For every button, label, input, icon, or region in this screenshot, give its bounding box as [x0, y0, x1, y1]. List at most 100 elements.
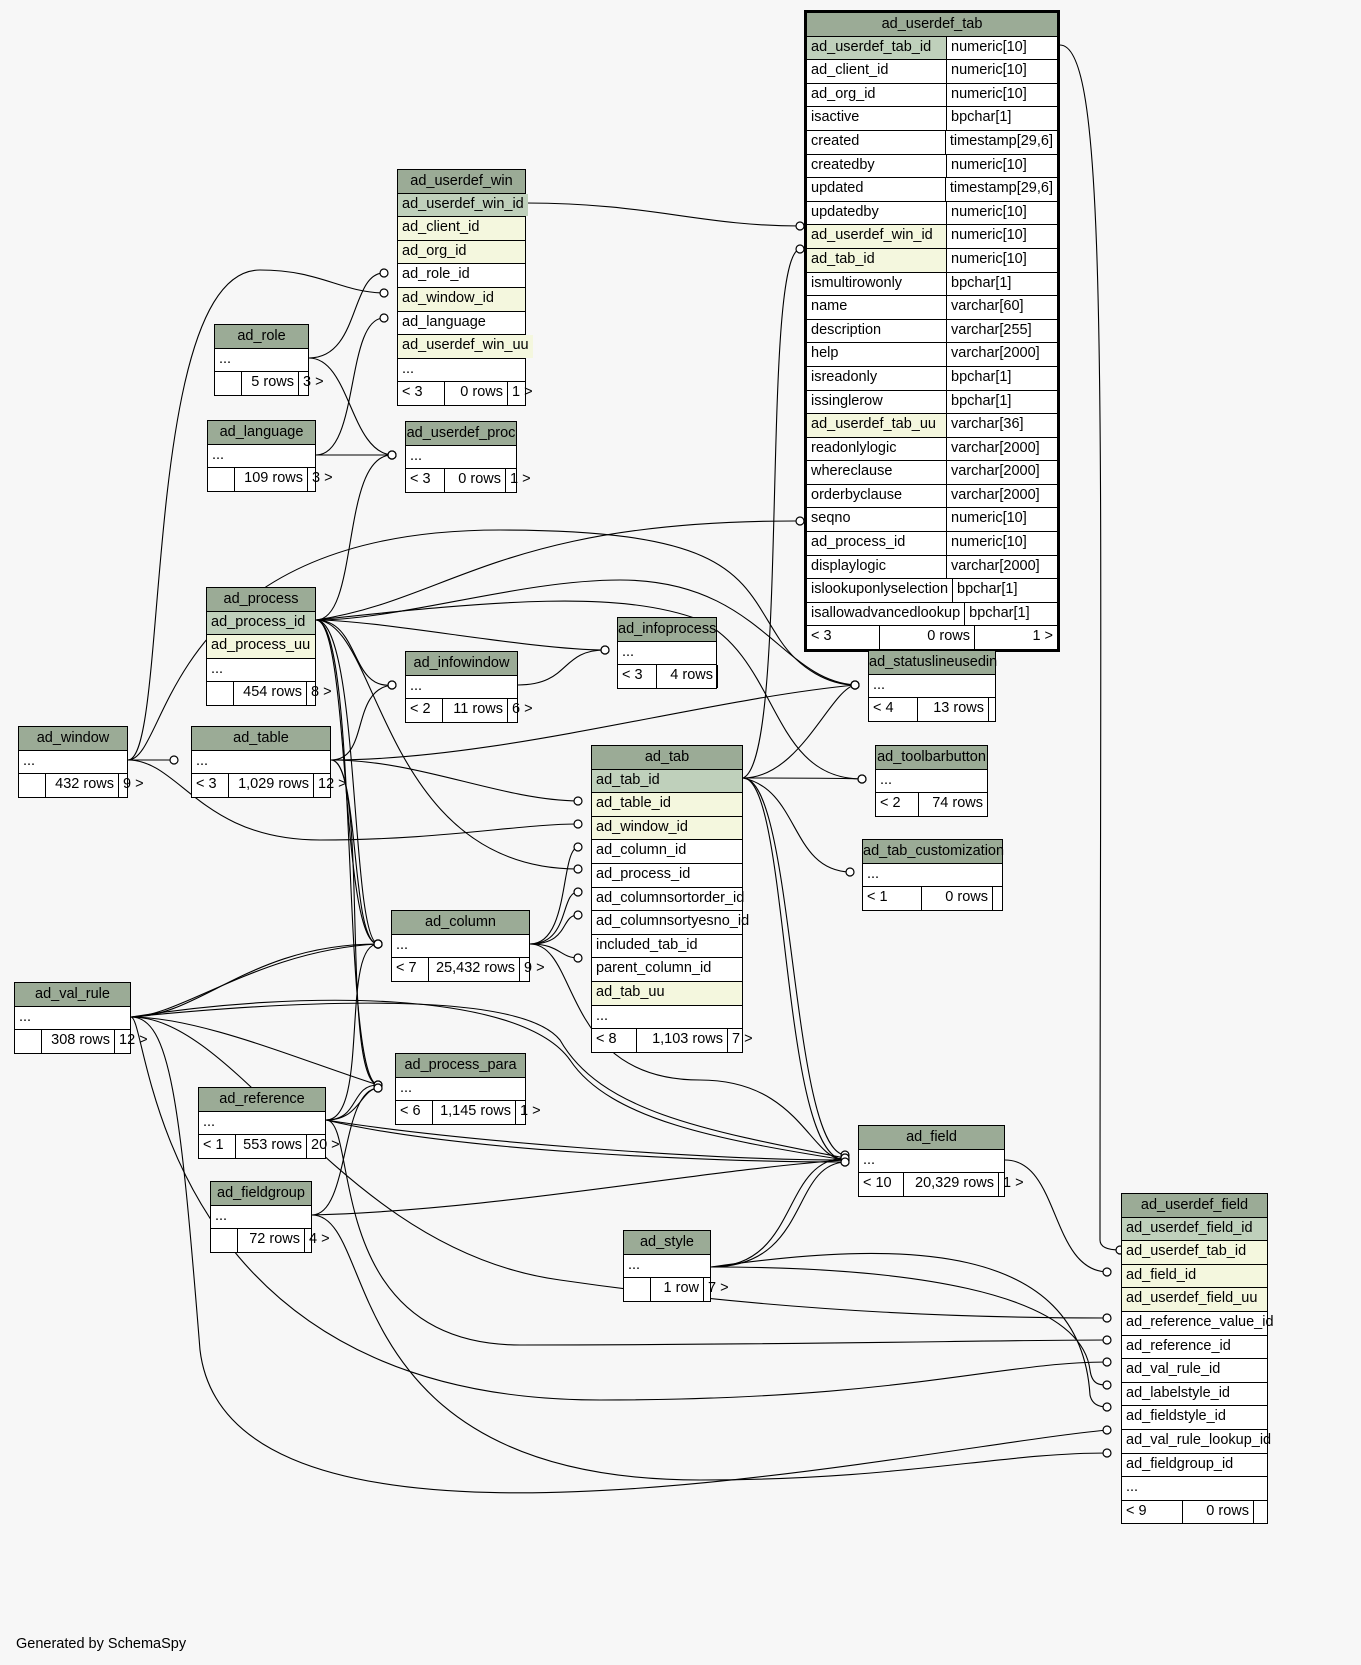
- relationship-line: [308, 357, 393, 456]
- children-count[interactable]: 7 >: [703, 1278, 733, 1301]
- parents-count[interactable]: < 7: [396, 960, 417, 977]
- parents-count[interactable]: < 3: [622, 667, 643, 684]
- children-count[interactable]: 8 >: [306, 682, 336, 705]
- children-count[interactable]: 1 >: [507, 382, 537, 405]
- parents-count[interactable]: < 3: [410, 471, 431, 488]
- relationship-line: [710, 1266, 1108, 1386]
- row-count: 0 rows: [444, 382, 507, 405]
- column-name: created: [811, 132, 860, 149]
- parents-count[interactable]: < 1: [203, 1137, 224, 1154]
- relationship-line: [325, 1119, 846, 1161]
- table-header: ad_fieldgroup: [211, 1182, 311, 1206]
- parents-count[interactable]: < 10: [863, 1175, 892, 1192]
- column-row: ad_labelstyle_id: [1122, 1383, 1267, 1407]
- children-count[interactable]: 3 >: [307, 468, 337, 491]
- table-header: ad_role: [215, 325, 308, 349]
- children-count[interactable]: 7 >: [727, 1029, 757, 1052]
- relationship-line: [330, 684, 393, 761]
- row-count: 1,029 rows: [228, 774, 313, 797]
- children-count[interactable]: 1 >: [515, 1101, 545, 1124]
- children-count[interactable]: 20 >: [306, 1135, 344, 1158]
- parents-count[interactable]: < 2: [410, 701, 431, 718]
- children-count[interactable]: 1 >: [505, 469, 535, 492]
- children-count[interactable]: 12 >: [114, 1030, 152, 1053]
- optional-many-marker: [1102, 1335, 1112, 1345]
- parents-count[interactable]: < 2: [880, 795, 901, 812]
- parents-count[interactable]: < 9: [1126, 1502, 1147, 1519]
- children-count[interactable]: 1 >: [998, 1173, 1028, 1196]
- table-header: ad_style: [624, 1231, 710, 1255]
- column-row: ad_columnsortyesno_id: [592, 911, 749, 935]
- children-count[interactable]: 6 >: [507, 699, 537, 722]
- column-row: ad_userdef_win_id: [398, 193, 528, 218]
- children-count[interactable]: 9 >: [519, 958, 549, 981]
- relationship-line: [742, 777, 846, 1156]
- column-name: ad_userdef_field_uu: [1122, 1288, 1267, 1311]
- children-count[interactable]: 9 >: [118, 774, 148, 797]
- parents-count[interactable]: < 3: [811, 628, 832, 645]
- column-name: updatedby: [811, 203, 879, 220]
- children-count[interactable]: 4 >: [304, 1229, 334, 1252]
- column-row: ...: [15, 1007, 130, 1031]
- optional-many-marker: [1102, 1425, 1112, 1435]
- column-name: ...: [1126, 1479, 1139, 1496]
- children-count[interactable]: 12 >: [313, 774, 351, 797]
- column-name: ad_fieldgroup_id: [1126, 1455, 1234, 1472]
- parents-count[interactable]: < 1: [867, 889, 888, 906]
- generated-by-note: Generated by SchemaSpy: [16, 1636, 187, 1652]
- parents-count[interactable]: < 8: [596, 1031, 617, 1048]
- children-count[interactable]: 1 >: [974, 626, 1057, 650]
- column-name: ad_window_id: [398, 287, 525, 311]
- column-row: ...: [859, 1150, 1004, 1174]
- row-count: 13 rows: [917, 698, 988, 721]
- table-header: ad_userdef_tab: [807, 13, 1057, 37]
- column-type: numeric[10]: [946, 60, 1057, 83]
- row-count: 4 rows: [656, 665, 717, 688]
- column-name: ad_tab_id: [592, 769, 742, 793]
- column-name: ad_process_id: [811, 534, 906, 551]
- parents-count[interactable]: < 3: [196, 776, 217, 793]
- table-header: ad_process: [207, 588, 315, 612]
- column-name: ad_val_rule_lookup_id: [1126, 1431, 1272, 1448]
- relationship-line: [130, 943, 379, 1018]
- column-name: ...: [867, 865, 880, 882]
- parents-count[interactable]: < 6: [400, 1103, 421, 1120]
- column-type: bpchar[1]: [946, 272, 1057, 296]
- parents-count[interactable]: < 3: [402, 384, 423, 401]
- parents-count[interactable]: < 4: [873, 700, 894, 717]
- column-row: ...: [211, 1206, 311, 1230]
- column-row: ...: [876, 770, 987, 794]
- optional-many-marker: [573, 842, 583, 852]
- children-count[interactable]: 3 >: [298, 372, 328, 395]
